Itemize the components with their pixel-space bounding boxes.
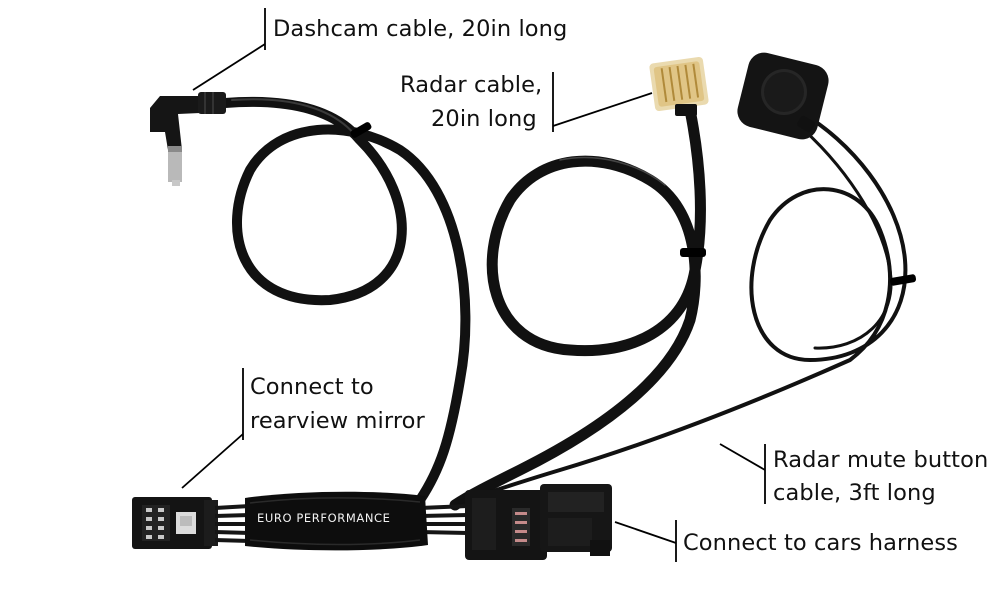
mirror-connector [132, 497, 218, 549]
radar-cable-label-line2: 20in long [431, 106, 537, 132]
mirror-label-line1: Connect to [250, 374, 374, 400]
cable-tie [889, 274, 917, 286]
pointer-lines [181, 8, 766, 562]
cable-tie [680, 248, 706, 257]
harness-label: Connect to cars harness [683, 530, 958, 556]
rj-connector [649, 56, 709, 116]
mirror-label-line2: rearview mirror [250, 408, 425, 434]
mute-cable-label-line1: Radar mute button [773, 447, 989, 473]
harness-loom [214, 491, 469, 551]
radar-cable [449, 104, 706, 511]
cable-tie [350, 122, 372, 138]
mute-cable-label-line2: cable, 3ft long [773, 480, 936, 506]
dashcam-cable [220, 96, 471, 505]
radar-cable-label-line1: Radar cable, [400, 72, 543, 98]
brand-label: EURO PERFORMANCE [257, 511, 391, 525]
dashcam-cable-label: Dashcam cable, 20in long [273, 16, 568, 42]
dashcam-plug [150, 92, 226, 186]
car-harness-connector [465, 484, 612, 560]
mute-button [737, 52, 829, 140]
